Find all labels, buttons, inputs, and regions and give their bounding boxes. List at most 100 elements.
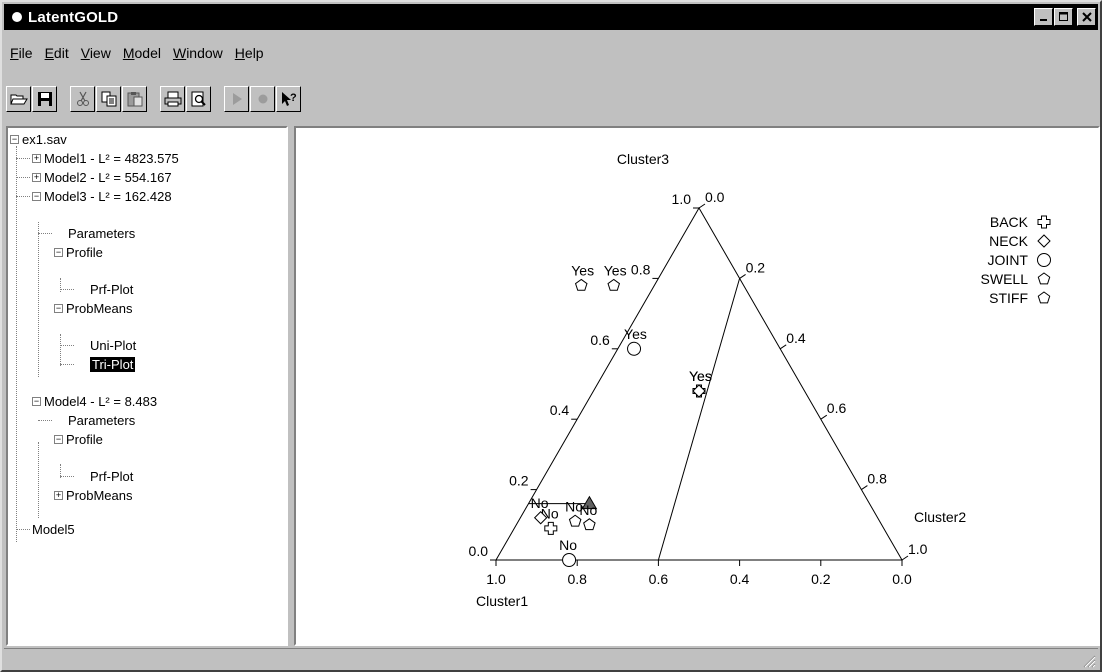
tree-item-model4[interactable]: − Model4 - L² = 8.483 [32,393,158,409]
tree-item-m4-profile[interactable]: − Profile [54,431,103,447]
stiff-no-mark [583,518,596,531]
neck-yes-label: Yes [689,368,712,384]
copy-button[interactable] [96,86,121,112]
tree-item-m4-parameters[interactable]: Parameters [68,412,136,428]
menu-file[interactable]: File [10,45,33,61]
tree-item-m3-profile[interactable]: − Profile [54,244,103,260]
collapse-icon[interactable]: − [32,395,41,406]
legend-label-neck: NECK [989,233,1029,249]
print-icon [164,91,181,107]
tree-item-model3[interactable]: − Model3 - L² = 162.428 [32,188,172,204]
maximize-button[interactable] [1054,8,1073,26]
title-bar[interactable]: LatentGOLD [4,4,1098,30]
menu-bar: File Edit View Model Window Help [4,42,270,64]
collapse-icon[interactable]: − [32,190,41,201]
run-button[interactable] [224,86,249,112]
save-icon [37,92,52,106]
menu-view[interactable]: View [80,45,111,61]
tree-item-m3-prfplot[interactable]: Prf-Plot [90,281,134,297]
tick-right-label: 0.8 [867,471,887,487]
model-tree[interactable]: − ex1.sav + Model1 - L² = 4823.575 + Mod… [6,126,288,646]
tick-left-label: 0.8 [631,261,651,277]
joint-no-label: No [559,537,577,553]
joint-yes-label: Yes [624,326,647,342]
joint-yes-mark [627,341,642,356]
paste-icon [127,92,142,107]
tick-right-label: 0.0 [705,189,725,205]
tick-bottom-label: 0.2 [811,571,831,587]
tree-item-model1[interactable]: + Model1 - L² = 4823.575 [32,150,179,166]
stop-icon [258,94,267,104]
legend-marker-joint [1037,253,1051,267]
open-button[interactable] [6,86,31,112]
stiff-no-label: No [579,502,597,518]
legend-marker-neck [1037,234,1051,248]
neck-no-label: No [531,495,549,511]
tick-right-mark [739,273,746,279]
tick-right-mark [820,414,828,420]
menu-window[interactable]: Window [172,45,223,61]
close-button[interactable] [1077,8,1096,26]
status-bar [4,648,1098,670]
minimize-icon [1039,19,1047,21]
context-help-button[interactable]: ? [276,86,301,112]
tree-item-m3-probmeans[interactable]: − ProbMeans [54,300,133,316]
expand-icon[interactable]: + [32,171,41,182]
back-no-mark [544,521,558,535]
tree-item-m3-uniplot[interactable]: Uni-Plot [90,337,137,353]
cut-button[interactable] [70,86,95,112]
expand-icon[interactable]: + [32,152,41,163]
print-button[interactable] [160,86,185,112]
tick-left-label: 0.6 [590,332,610,348]
swell-yes-label: Yes [604,262,627,278]
tick-left-label: 0.2 [509,473,529,489]
tree-item-model2[interactable]: + Model2 - L² = 554.167 [32,169,172,185]
maximize-icon [1058,12,1068,21]
stop-button[interactable] [250,86,275,112]
back-yes-label: Yes [689,368,712,384]
menu-model[interactable]: Model [122,45,161,61]
collapse-icon[interactable]: − [54,433,63,444]
expand-icon[interactable]: + [54,489,63,500]
tick-right-mark [698,203,706,209]
tick-right-mark [779,344,787,350]
collapse-icon[interactable]: − [54,246,63,257]
tree-item-root[interactable]: − ex1.sav [10,131,67,147]
tree-item-m4-probmeans[interactable]: + ProbMeans [54,487,133,503]
tick-left-label: 1.0 [672,191,692,207]
resize-grip-icon[interactable] [1082,654,1096,668]
tree-item-m3-parameters[interactable]: Parameters [68,225,136,241]
stiff-yes-mark [574,278,588,291]
tree-item-m3-triplot[interactable]: Tri-Plot [90,356,136,372]
tick-right-label: 0.4 [786,330,806,346]
svg-text:?: ? [290,92,297,104]
paste-button[interactable] [122,86,147,112]
tick-right-mark [861,485,868,491]
menu-edit[interactable]: Edit [44,45,69,61]
legend-marker-back [1037,215,1051,229]
tick-bottom-label: 0.8 [567,571,587,587]
open-icon [9,94,28,105]
tick-right-mark [901,555,909,561]
swell-no-mark [568,514,582,527]
collapse-icon[interactable]: − [54,302,63,313]
tree-item-model5[interactable]: Model5 [32,521,75,537]
swell-no-label: No [565,498,583,514]
highlight-triangle-mark [581,495,598,510]
print-preview-button[interactable] [186,86,211,112]
legend-label-stiff: STIFF [989,290,1028,306]
triangle-frame [495,206,903,561]
save-button[interactable] [32,86,57,112]
collapse-icon[interactable]: − [10,133,19,144]
minimize-button[interactable] [1034,8,1053,26]
tree-item-m4-prfplot[interactable]: Prf-Plot [90,468,134,484]
context-help-icon: ? [281,92,297,106]
window-controls [1034,8,1096,26]
close-icon [1081,12,1092,22]
menu-help[interactable]: Help [234,45,264,61]
tick-left-label: 0.4 [550,402,570,418]
